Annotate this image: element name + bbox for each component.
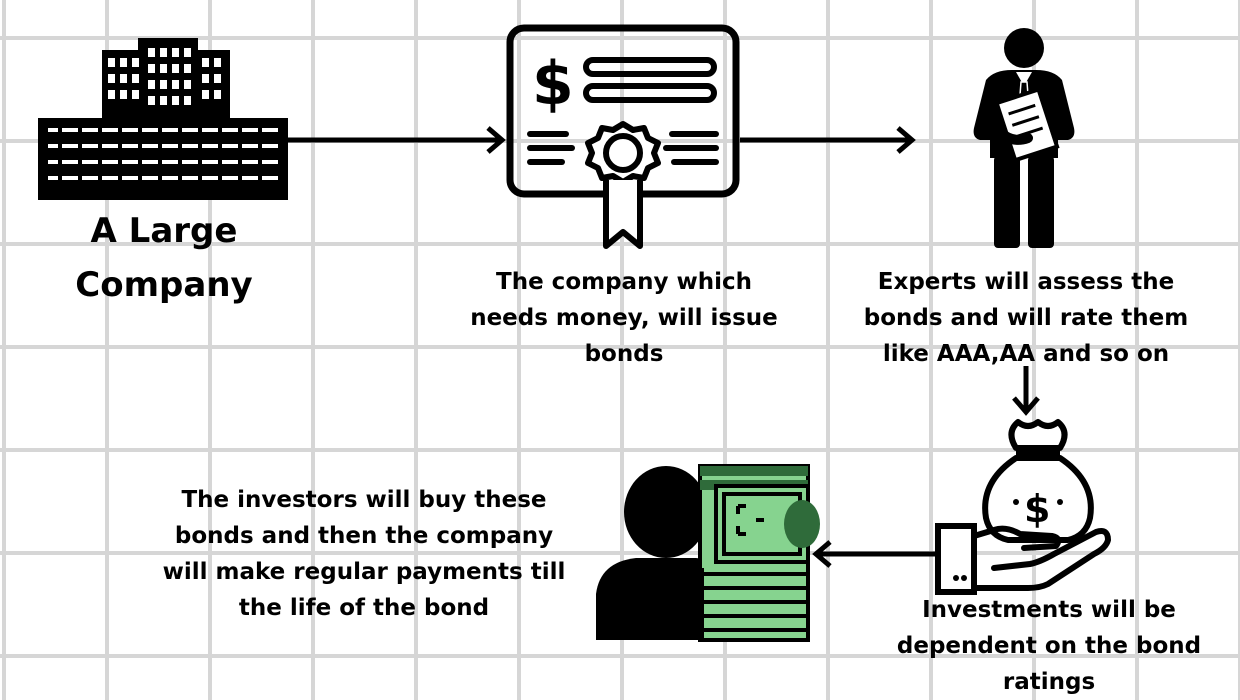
investment-label-line: ratings <box>1002 669 1096 695</box>
investor-label-line: The investors will buy these <box>181 487 547 513</box>
bond-certificate-icon: $ <box>506 24 740 249</box>
arrow-bond-to-expert <box>740 126 916 154</box>
investor-with-cash-icon <box>596 464 820 642</box>
investor-label-line: bonds and then the company <box>174 523 554 549</box>
investment-label-line: dependent on the bond <box>896 633 1202 659</box>
company-label-line: Company <box>75 265 253 305</box>
investor-label-line: the life of the bond <box>238 595 490 621</box>
expert-label: Experts will assess the bonds and will r… <box>856 264 1196 372</box>
bag-dollar-symbol: $ <box>1024 487 1050 531</box>
company-label: A Large Company <box>54 204 274 312</box>
bond-label-line: The company which <box>496 269 752 295</box>
company-label-line: A Large <box>90 211 238 251</box>
expert-label-line: like AAA,AA and so on <box>882 341 1170 367</box>
expert-label-line: Experts will assess the <box>877 269 1175 295</box>
money-bag-on-hand-icon: $ <box>935 419 1111 595</box>
investor-label-line: will make regular payments till <box>162 559 566 585</box>
businessman-icon <box>973 28 1075 248</box>
arrow-investment-to-investor <box>812 540 938 568</box>
expert-label-line: bonds and will rate them <box>863 305 1189 331</box>
investment-label-line: Investments will be <box>922 597 1176 623</box>
bond-dollar-symbol: $ <box>532 49 574 119</box>
investor-label: The investors will buy these bonds and t… <box>148 482 580 626</box>
investment-label: Investments will be dependent on the bon… <box>884 592 1214 700</box>
arrow-company-to-bond <box>288 126 506 154</box>
bond-label-line: needs money, will issue <box>470 305 778 331</box>
arrow-expert-to-investment <box>1012 366 1040 416</box>
office-building-icon <box>38 38 288 200</box>
bond-label-line: bonds <box>584 341 664 367</box>
bond-label: The company which needs money, will issu… <box>462 264 786 372</box>
